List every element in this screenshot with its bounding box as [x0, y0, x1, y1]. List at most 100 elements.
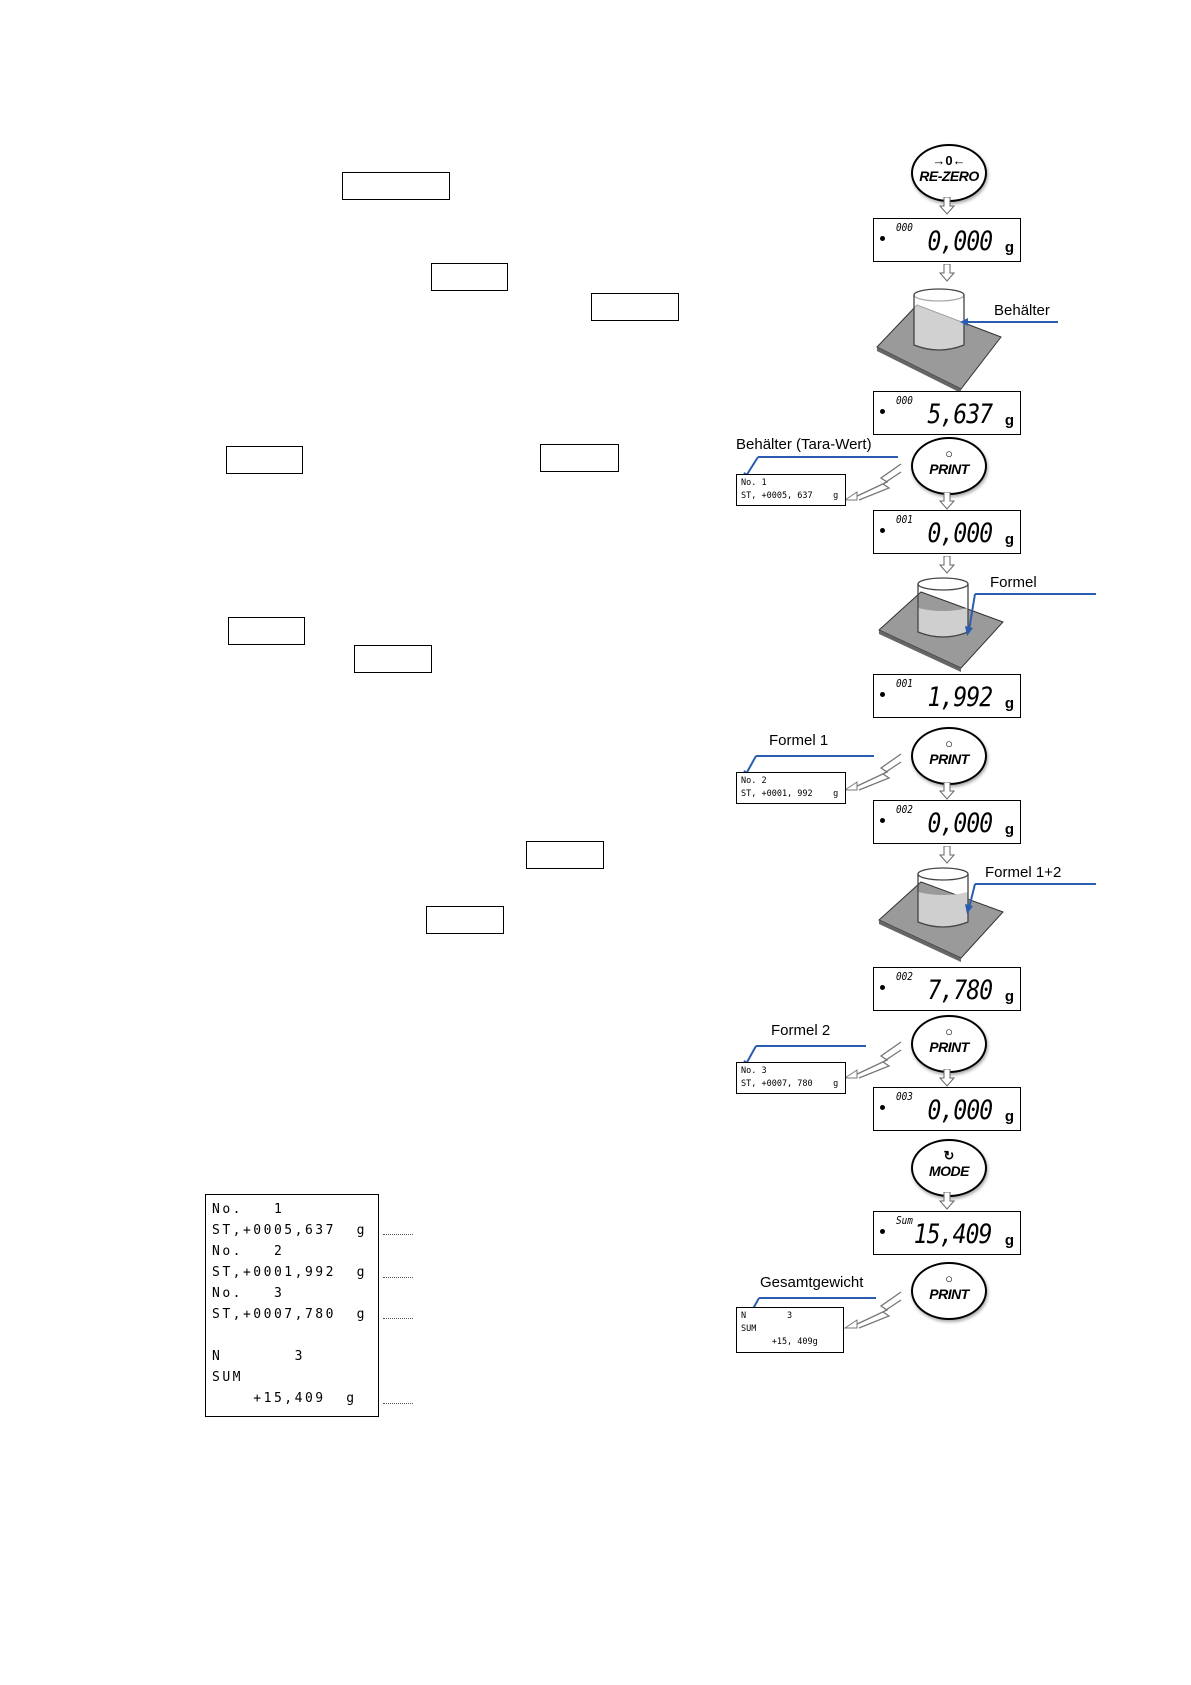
unit-label: g: [1004, 412, 1014, 429]
counter-readout: 000: [896, 221, 913, 234]
blank-box: [426, 906, 504, 934]
filled-container-on-pan-icon: [878, 867, 1004, 962]
printout-line: +15,409 g: [212, 1391, 357, 1406]
unit-label: g: [1004, 695, 1014, 712]
blank-box: [228, 617, 305, 645]
blank-box: [431, 263, 508, 291]
down-arrow-icon: [939, 1069, 955, 1087]
down-arrow-icon: [939, 264, 955, 282]
down-arrow-icon: [939, 1192, 955, 1210]
ticket-line: No. 1: [741, 478, 767, 488]
down-arrow-icon: [939, 846, 955, 864]
print-ticket: N 3 SUM +15, 409g: [736, 1307, 844, 1353]
balance-display: 002 7,780 g: [873, 967, 1021, 1011]
rezero-symbol: →0←: [932, 153, 966, 168]
printout-line: ST,+0001,992 g: [212, 1265, 367, 1280]
stable-dot: [880, 692, 885, 697]
stable-dot: [880, 528, 885, 533]
transmit-arrow-icon: [843, 753, 902, 791]
printout-line: N 3: [212, 1349, 305, 1364]
callout-formel2: Formel 2: [771, 1022, 831, 1039]
printout-sample: No. 1 ST,+0005,637 g No. 2 ST,+0001,992 …: [205, 1194, 379, 1417]
counter-readout: 001: [896, 677, 913, 690]
weight-readout: 0,000: [927, 1095, 993, 1126]
balance-display: 000 5,637 g: [873, 391, 1021, 435]
ticket-line: No. 2: [741, 776, 767, 786]
balance-display: 003 0,000 g: [873, 1087, 1021, 1131]
blank-box: [540, 444, 619, 472]
counter-readout: 002: [896, 970, 913, 983]
dotted-leader: [383, 1403, 413, 1404]
down-arrow-icon: [939, 556, 955, 574]
print-label: PRINT: [929, 1286, 969, 1302]
printout-line: SUM: [212, 1370, 243, 1385]
ticket-line: +15, 409g: [741, 1337, 818, 1347]
callout-gesamtgewicht: Gesamtgewicht: [760, 1274, 864, 1291]
down-arrow-icon: [939, 197, 955, 215]
print-button[interactable]: ○ PRINT: [911, 727, 987, 785]
counter-readout: Sum: [896, 1214, 913, 1227]
printout-line: ST,+0007,780 g: [212, 1307, 367, 1322]
blank-box: [526, 841, 604, 869]
weight-readout: 15,409: [914, 1219, 993, 1250]
blank-box: [226, 446, 303, 474]
print-label: PRINT: [929, 461, 969, 477]
unit-label: g: [1004, 1108, 1014, 1125]
ticket-line: No. 3: [741, 1066, 767, 1076]
rezero-label: RE-ZERO: [919, 168, 979, 184]
blank-box: [591, 293, 679, 321]
transmit-arrow-icon: [843, 463, 902, 501]
weight-readout: 1,992: [927, 682, 993, 713]
print-symbol: ○: [945, 1271, 953, 1286]
callout-formel12: Formel 1+2: [985, 864, 1062, 881]
balance-display: Sum 15,409 g: [873, 1211, 1021, 1255]
print-symbol: ○: [945, 1024, 953, 1039]
blank-box: [342, 172, 450, 200]
printout-line: [212, 1325, 372, 1346]
dotted-leader: [383, 1318, 413, 1319]
stable-dot: [880, 409, 885, 414]
counter-readout: 001: [896, 513, 913, 526]
unit-label: g: [1004, 239, 1014, 256]
balance-display: 001 0,000 g: [873, 510, 1021, 554]
print-button[interactable]: ○ PRINT: [911, 1262, 987, 1320]
stable-dot: [880, 818, 885, 823]
print-label: PRINT: [929, 1039, 969, 1055]
print-button[interactable]: ○ PRINT: [911, 1015, 987, 1073]
callout-behaelter: Behälter: [994, 302, 1050, 319]
ticket-line: ST, +0001, 992 g: [741, 789, 839, 799]
ticket-line: ST, +0005, 637 g: [741, 491, 839, 501]
mode-symbol: ↻: [943, 1148, 955, 1163]
printout-line: No. 2: [212, 1244, 285, 1259]
print-button[interactable]: ○ PRINT: [911, 437, 987, 495]
unit-label: g: [1004, 1232, 1014, 1249]
balance-display: 000 0,000 g: [873, 218, 1021, 262]
down-arrow-icon: [939, 782, 955, 800]
mode-label: MODE: [929, 1163, 970, 1179]
balance-display: 001 1,992 g: [873, 674, 1021, 718]
callout-line: [965, 883, 1096, 914]
blank-box: [354, 645, 432, 673]
print-symbol: ○: [945, 446, 953, 461]
rezero-button[interactable]: →0← RE-ZERO: [911, 144, 987, 202]
unit-label: g: [1004, 821, 1014, 838]
counter-readout: 002: [896, 803, 913, 816]
weight-readout: 0,000: [927, 518, 993, 549]
callout-formel1: Formel 1: [769, 732, 829, 749]
weight-readout: 5,637: [927, 399, 993, 430]
mode-button[interactable]: ↻ MODE: [911, 1139, 987, 1197]
dotted-leader: [383, 1234, 413, 1235]
transmit-arrow-icon: [843, 1041, 902, 1079]
ticket-line: ST, +0007, 780 g: [741, 1079, 839, 1089]
weight-readout: 0,000: [927, 226, 993, 257]
printout-line: ST,+0005,637 g: [212, 1223, 367, 1238]
ticket-line: SUM: [741, 1324, 757, 1334]
print-ticket: No. 3 ST, +0007, 780 g: [736, 1062, 846, 1094]
counter-readout: 000: [896, 394, 913, 407]
unit-label: g: [1004, 988, 1014, 1005]
stable-dot: [880, 1229, 885, 1234]
print-symbol: ○: [945, 736, 953, 751]
unit-label: g: [1004, 531, 1014, 548]
callout-behaelter-tara: Behälter (Tara-Wert): [736, 436, 872, 453]
empty-container-on-pan-icon: [876, 288, 1002, 391]
